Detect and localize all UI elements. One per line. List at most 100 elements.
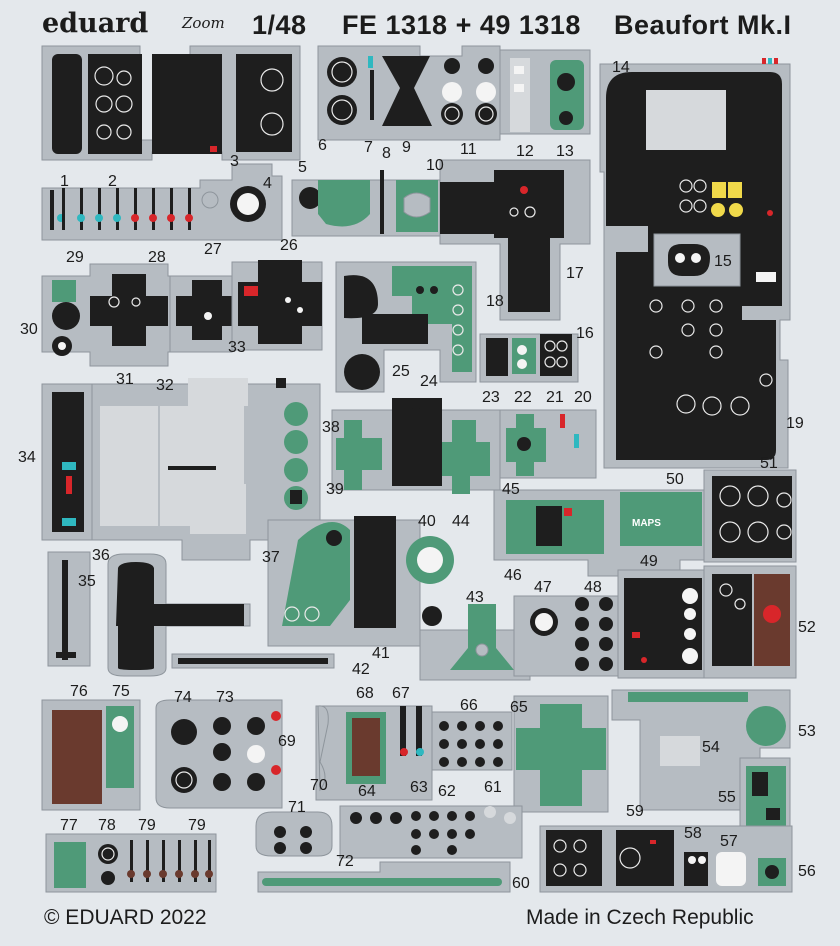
part-number: 62 (438, 783, 456, 800)
part-25-18 (335, 261, 477, 393)
part-29-28-27-4 (41, 163, 283, 241)
part-17 (439, 159, 591, 321)
part-number: 11 (460, 141, 477, 158)
part-number: 9 (402, 139, 411, 156)
part-65 (513, 695, 609, 813)
part-23-22-16 (479, 333, 579, 383)
part-12-13 (499, 49, 591, 135)
part-number: 35 (78, 573, 96, 590)
part-52 (703, 565, 797, 679)
part-47-48 (513, 595, 621, 677)
part-number: 51 (760, 455, 778, 472)
part-35-36 (47, 551, 251, 677)
part-number: 14 (612, 59, 630, 76)
part-26 (231, 260, 323, 351)
part-number: 13 (556, 143, 574, 160)
part-number: 46 (504, 567, 522, 584)
part-33 (169, 275, 236, 353)
part-number: 48 (584, 579, 602, 596)
part-number: 5 (298, 159, 307, 176)
part-number: 56 (798, 863, 816, 880)
part-number: 59 (626, 803, 644, 820)
part-24-38-39-44 (331, 398, 501, 494)
part-71 (255, 811, 333, 857)
part-number: 6 (318, 137, 327, 154)
part-number: 65 (510, 699, 528, 716)
part-70-68-67-63 (315, 705, 433, 801)
part-number: 24 (420, 373, 438, 390)
part-number: 25 (392, 363, 410, 380)
part-number: 61 (484, 779, 502, 796)
model-name: Beaufort Mk.I (614, 10, 792, 40)
part-number: 12 (516, 143, 534, 160)
part-42 (171, 653, 335, 669)
part-55 (739, 757, 791, 833)
part-number: 64 (358, 783, 376, 800)
part-number: 20 (574, 389, 592, 406)
part-66 (431, 711, 513, 771)
part-46-50: MAPS (493, 489, 707, 577)
part-number: 27 (204, 241, 222, 258)
part-number: 70 (310, 777, 328, 794)
part-number: 67 (392, 685, 410, 702)
part-number: 37 (262, 549, 280, 566)
part-number: 57 (720, 833, 738, 850)
part-number: 60 (512, 875, 530, 892)
part-72-60 (257, 861, 511, 893)
part-number: 3 (230, 153, 239, 170)
part-number: 50 (666, 471, 684, 488)
part-number: 28 (148, 249, 166, 266)
part-number: 36 (92, 547, 110, 564)
part-number: 68 (356, 685, 374, 702)
part-number: 33 (228, 339, 246, 356)
part-number: 74 (174, 689, 192, 706)
part-number: 44 (452, 513, 470, 530)
part-6-7-9-gauges (317, 45, 501, 141)
part-45-21-20 (499, 409, 597, 479)
part-77-78-79 (45, 833, 217, 893)
part-number: 19 (786, 415, 804, 432)
part-51 (703, 469, 797, 563)
part-number: 45 (502, 481, 520, 498)
zoom-logo: Zoom (182, 14, 225, 32)
part-number: 34 (18, 449, 36, 466)
part-number: 41 (372, 645, 390, 662)
part-number: 43 (466, 589, 484, 606)
part-number: 17 (566, 265, 584, 282)
part-number: 2 (108, 173, 117, 190)
part-number: 55 (718, 789, 736, 806)
part-number: 69 (278, 733, 296, 750)
part-number: 8 (382, 145, 391, 162)
part-number: 71 (288, 799, 306, 816)
part-number: 30 (20, 321, 38, 338)
part-5-8-10 (291, 170, 441, 237)
part-number: 29 (66, 249, 84, 266)
part-74-73-69 (155, 699, 283, 809)
copyright-text: © EDUARD 2022 (44, 906, 207, 929)
part-number: 79 (138, 817, 156, 834)
part-number: 38 (322, 419, 340, 436)
part-number: 49 (640, 553, 658, 570)
part-number: 52 (798, 619, 816, 636)
part-number: 76 (70, 683, 88, 700)
part-number: 72 (336, 853, 354, 870)
product-codes: FE 1318 + 49 1318 (342, 10, 581, 40)
part-number: 15 (714, 253, 732, 270)
part-number: 40 (418, 513, 436, 530)
origin-text: Made in Czech Republic (526, 906, 754, 929)
part-number: 79 (188, 817, 206, 834)
part-number: 7 (364, 139, 373, 156)
part-49 (617, 569, 707, 679)
part-number: 26 (280, 237, 298, 254)
part-number: 75 (112, 683, 130, 700)
part-number: 31 (116, 371, 134, 388)
part-number: 32 (156, 377, 174, 394)
part-number: 4 (263, 175, 272, 192)
part-15 (653, 233, 741, 287)
part-number: 10 (426, 157, 444, 174)
part-number: 73 (216, 689, 234, 706)
part-number: 21 (546, 389, 564, 406)
part-number: 54 (702, 739, 720, 756)
part-number: 22 (514, 389, 532, 406)
